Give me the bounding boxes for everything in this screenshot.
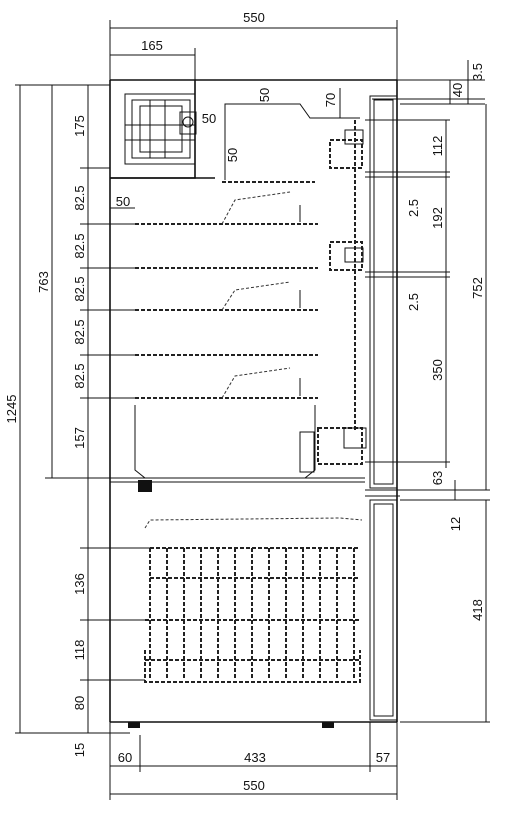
dim-left-82-5-5: 82.5 [72,363,87,388]
dim-right-112: 112 [430,136,445,157]
door-profile [365,95,400,721]
dim-top-3-5: 3.5 [470,63,485,81]
dim-left-82-5-1: 82.5 [72,185,87,210]
dim-top-70: 70 [323,93,338,107]
dim-bottom-total-width: 550 [243,778,265,793]
dim-right-63: 63 [430,471,445,485]
dim-left-82-5-3: 82.5 [72,276,87,301]
dim-bottom-57: 57 [376,750,390,765]
dim-bottom-60: 60 [118,750,132,765]
dim-left-1245: 1245 [4,395,19,424]
left-foot [128,722,140,728]
dim-lower-15: 15 [72,743,87,757]
dim-lower-136: 136 [72,573,87,595]
dim-left-82-5-4: 82.5 [72,319,87,344]
dim-right-2-5-b: 2.5 [406,293,421,311]
dim-top-50-lower: 50 [225,148,240,162]
dim-right-350: 350 [430,359,445,381]
dim-right-12: 12 [448,517,463,531]
dim-right-2-5-a: 2.5 [406,199,421,217]
upper-shelves [134,181,318,492]
dim-lower-80: 80 [72,696,87,710]
dim-right-192: 192 [430,207,445,229]
dimension-lines: 550 165 50 50 60 433 57 550 50 50 70 40 … [4,10,490,800]
dim-right-418: 418 [470,599,485,621]
dim-lower-118: 118 [72,640,87,661]
dim-left-175: 175 [72,115,87,137]
dim-left-763: 763 [36,271,51,293]
dim-top-compressor-width: 165 [141,38,163,53]
dim-top-total-width: 550 [243,10,265,25]
dim-top-50-upper: 50 [257,88,272,102]
dim-top-50-inner: 50 [202,111,216,126]
right-foot [322,722,334,728]
door-bins [317,120,367,465]
dim-bottom-433: 433 [244,750,266,765]
dim-top-40: 40 [450,83,465,97]
dim-left-82-5-2: 82.5 [72,233,87,258]
compressor-unit [124,93,197,165]
dim-right-752: 752 [470,277,485,299]
dim-left-50: 50 [116,194,130,209]
lower-compartment [144,517,363,683]
cabinet-outline [109,79,398,728]
dim-left-157: 157 [72,427,87,449]
